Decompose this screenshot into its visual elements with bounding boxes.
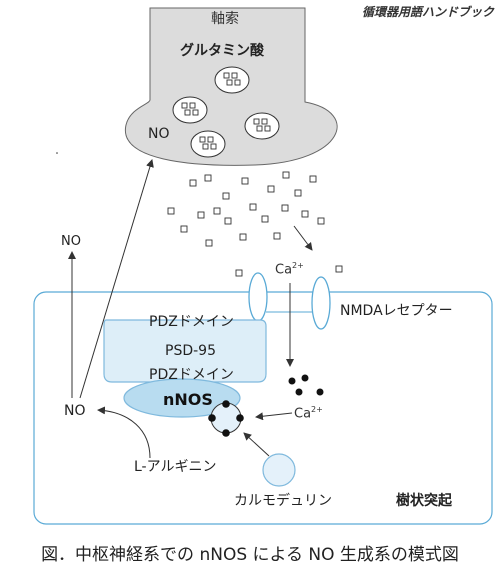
calcium-binding-arrow — [255, 412, 293, 421]
stray-dot — [56, 152, 58, 154]
l-arginine-label: L-アルギニン — [134, 459, 217, 475]
nmda-receptor — [248, 272, 331, 330]
pdz-lower-label: PDZドメイン — [149, 367, 234, 383]
no-left-label: NO — [64, 403, 86, 419]
no-out-label: NO — [61, 234, 81, 249]
no-retrograde-arrow — [79, 159, 154, 399]
nmda-receptor-label: NMDAレセプター — [340, 303, 453, 319]
calmodulin-label: カルモデュリン — [234, 493, 332, 509]
nnos-label: nNOS — [163, 390, 213, 409]
calcium-top-symbol: Ca — [275, 262, 293, 278]
calcium-ions — [288, 374, 324, 396]
calcium-top-charge: 2+ — [292, 261, 304, 270]
publisher-label: 循環器用語ハンドブック — [361, 5, 494, 19]
dendrite-label: 樹状突起 — [396, 493, 452, 509]
axon-label: 軸索 — [211, 11, 239, 27]
no-presynaptic-label: NO — [148, 126, 170, 142]
calmodulin — [262, 453, 296, 487]
pdz-upper-label: PDZドメイン — [149, 314, 234, 330]
l-arginine-to-no-arrow — [97, 406, 151, 459]
nnos-enzyme — [123, 378, 241, 418]
vesicle-glutamate-squares — [181, 72, 271, 150]
figure-caption: 図．中枢神経系での nNOS による NO 生成系の模式図 — [41, 545, 459, 565]
calmodulin-binding-arrow — [243, 432, 270, 457]
glutamate-arrow — [293, 225, 313, 251]
calcium-right-label: Ca2+ — [294, 405, 323, 422]
psd95-label: PSD-95 — [165, 343, 216, 359]
bound-calcium-ions — [208, 400, 244, 437]
calcium-right-symbol: Ca — [294, 406, 312, 422]
calcium-right-charge: 2+ — [311, 405, 323, 414]
glutamate-label: グルタミン酸 — [180, 43, 264, 59]
psd95-scaffold — [103, 319, 267, 383]
calcium-top-label: Ca2+ — [275, 261, 304, 278]
released-glutamate — [167, 171, 343, 277]
